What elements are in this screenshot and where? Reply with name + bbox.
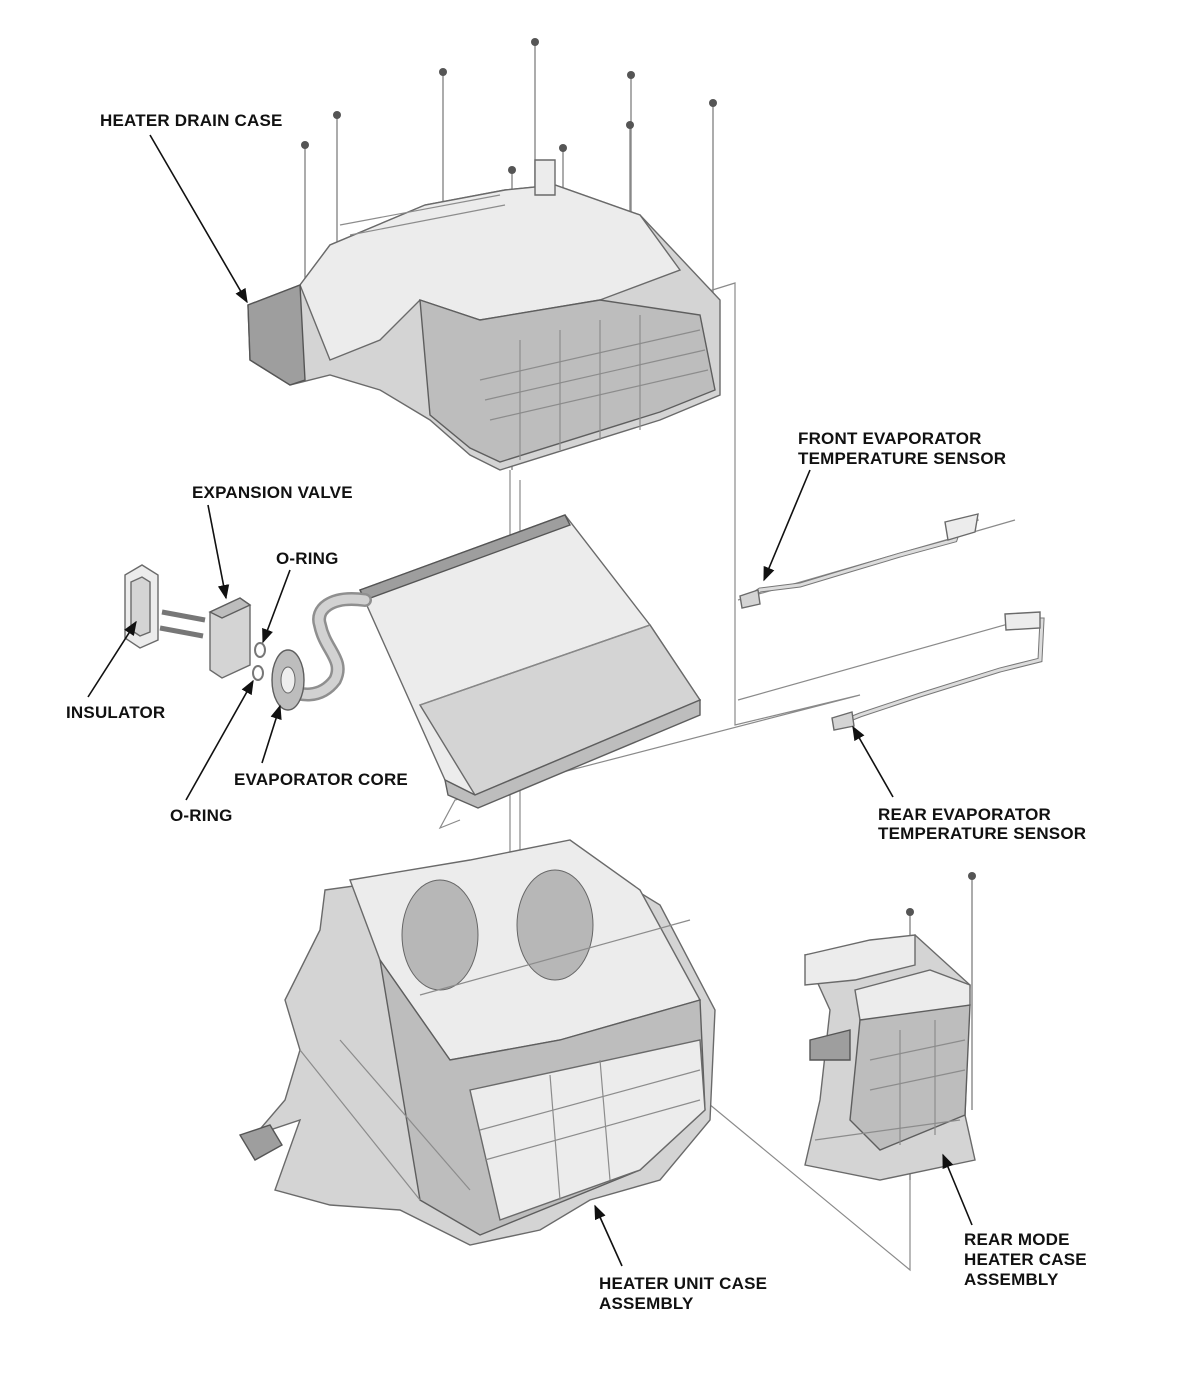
label-o-ring-upper: O-RING — [276, 549, 339, 568]
expansion-valve-part — [208, 597, 252, 679]
label-expansion-valve: EXPANSION VALVE — [192, 483, 353, 502]
label-heater-unit-line2: ASSEMBLY — [599, 1294, 694, 1313]
rear-mode-heater-case-part — [803, 934, 976, 1181]
label-o-ring-lower: O-RING — [170, 806, 233, 825]
evaporator-core-part — [271, 514, 702, 809]
label-rear-sensor-line2: TEMPERATURE SENSOR — [878, 824, 1086, 843]
label-rear-mode-line1: REAR MODE — [964, 1230, 1070, 1249]
label-front-sensor-line1: FRONT EVAPORATOR — [798, 429, 982, 448]
label-rear-mode-line2: HEATER CASE — [964, 1250, 1087, 1269]
front-sensor-part — [739, 513, 979, 609]
label-insulator: INSULATOR — [66, 703, 165, 722]
bolts-part — [159, 609, 206, 639]
insulator-part — [124, 564, 159, 649]
rear-sensor-part — [831, 611, 1045, 731]
label-heater-unit-line1: HEATER UNIT CASE — [599, 1274, 767, 1293]
leader-lines — [87, 134, 973, 1267]
label-rear-sensor-line1: REAR EVAPORATOR — [878, 805, 1051, 824]
o-ring-parts — [252, 642, 266, 681]
callout-labels: HEATER DRAIN CASE EXPANSION VALVE O-RING… — [66, 111, 1087, 1313]
heater-drain-case-part — [247, 159, 721, 471]
label-evaporator-core: EVAPORATOR CORE — [234, 770, 408, 789]
heater-unit-case-part — [238, 839, 716, 1246]
label-heater-drain-case: HEATER DRAIN CASE — [100, 111, 283, 130]
label-front-sensor-line2: TEMPERATURE SENSOR — [798, 449, 1006, 468]
label-rear-mode-line3: ASSEMBLY — [964, 1270, 1059, 1289]
